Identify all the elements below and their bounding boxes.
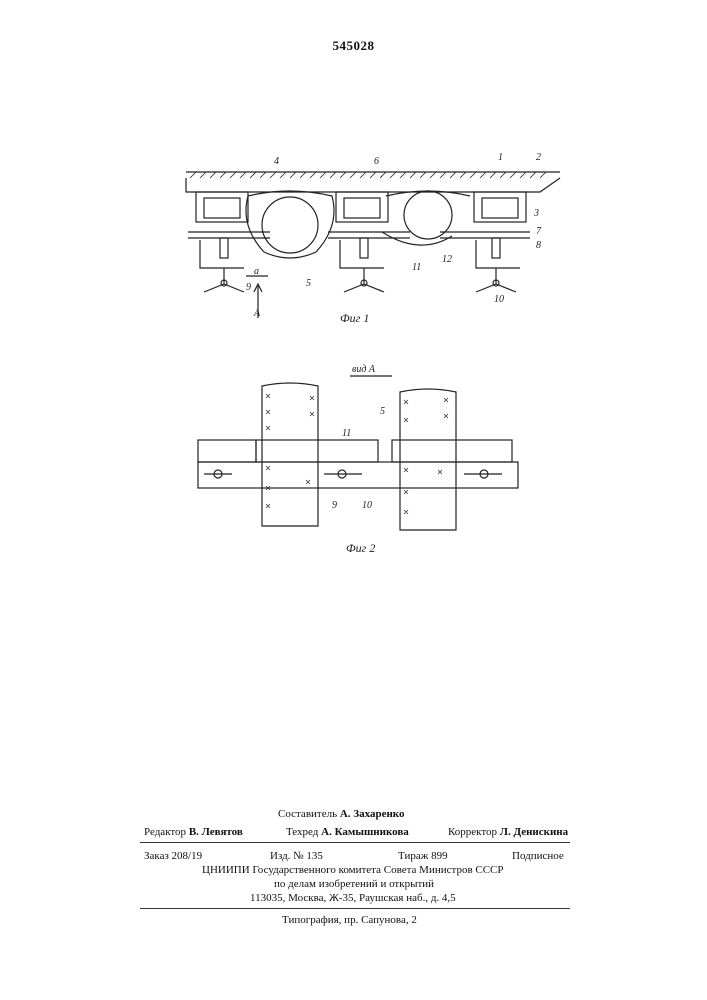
view-title: вид А	[352, 364, 376, 375]
compiler-line: Составитель А. Захаренко	[278, 808, 404, 820]
fig2-label-5: 5	[380, 406, 385, 417]
figure-2-caption: Фиг 2	[346, 541, 375, 555]
edition-number: Изд. № 135	[270, 850, 323, 862]
techred-line: Техред А. Камышникова	[286, 826, 409, 838]
address-line: 113035, Москва, Ж-35, Раушская наб., д. …	[250, 892, 456, 904]
corrector-line: Корректор Л. Денискина	[448, 826, 568, 838]
printing-house: Типография, пр. Сапунова, 2	[282, 914, 417, 926]
figure-2-drawing: вид А 5 11 9 10 Фиг 2	[0, 0, 707, 580]
imprint-rule	[140, 842, 570, 843]
fig2-label-9: 9	[332, 500, 337, 511]
institute-line: ЦНИИПИ Государственного комитета Совета …	[202, 864, 504, 876]
subscription: Подписное	[512, 850, 564, 862]
fig2-label-10: 10	[362, 500, 372, 511]
imprint-rule-bottom	[140, 908, 570, 909]
order-number: Заказ 208/19	[144, 850, 202, 862]
circulation: Тираж 899	[398, 850, 448, 862]
editor-line: Редактор В. Левятов	[144, 826, 243, 838]
affairs-line: по делам изобретений и открытий	[274, 878, 434, 890]
fig2-label-11: 11	[342, 428, 351, 439]
